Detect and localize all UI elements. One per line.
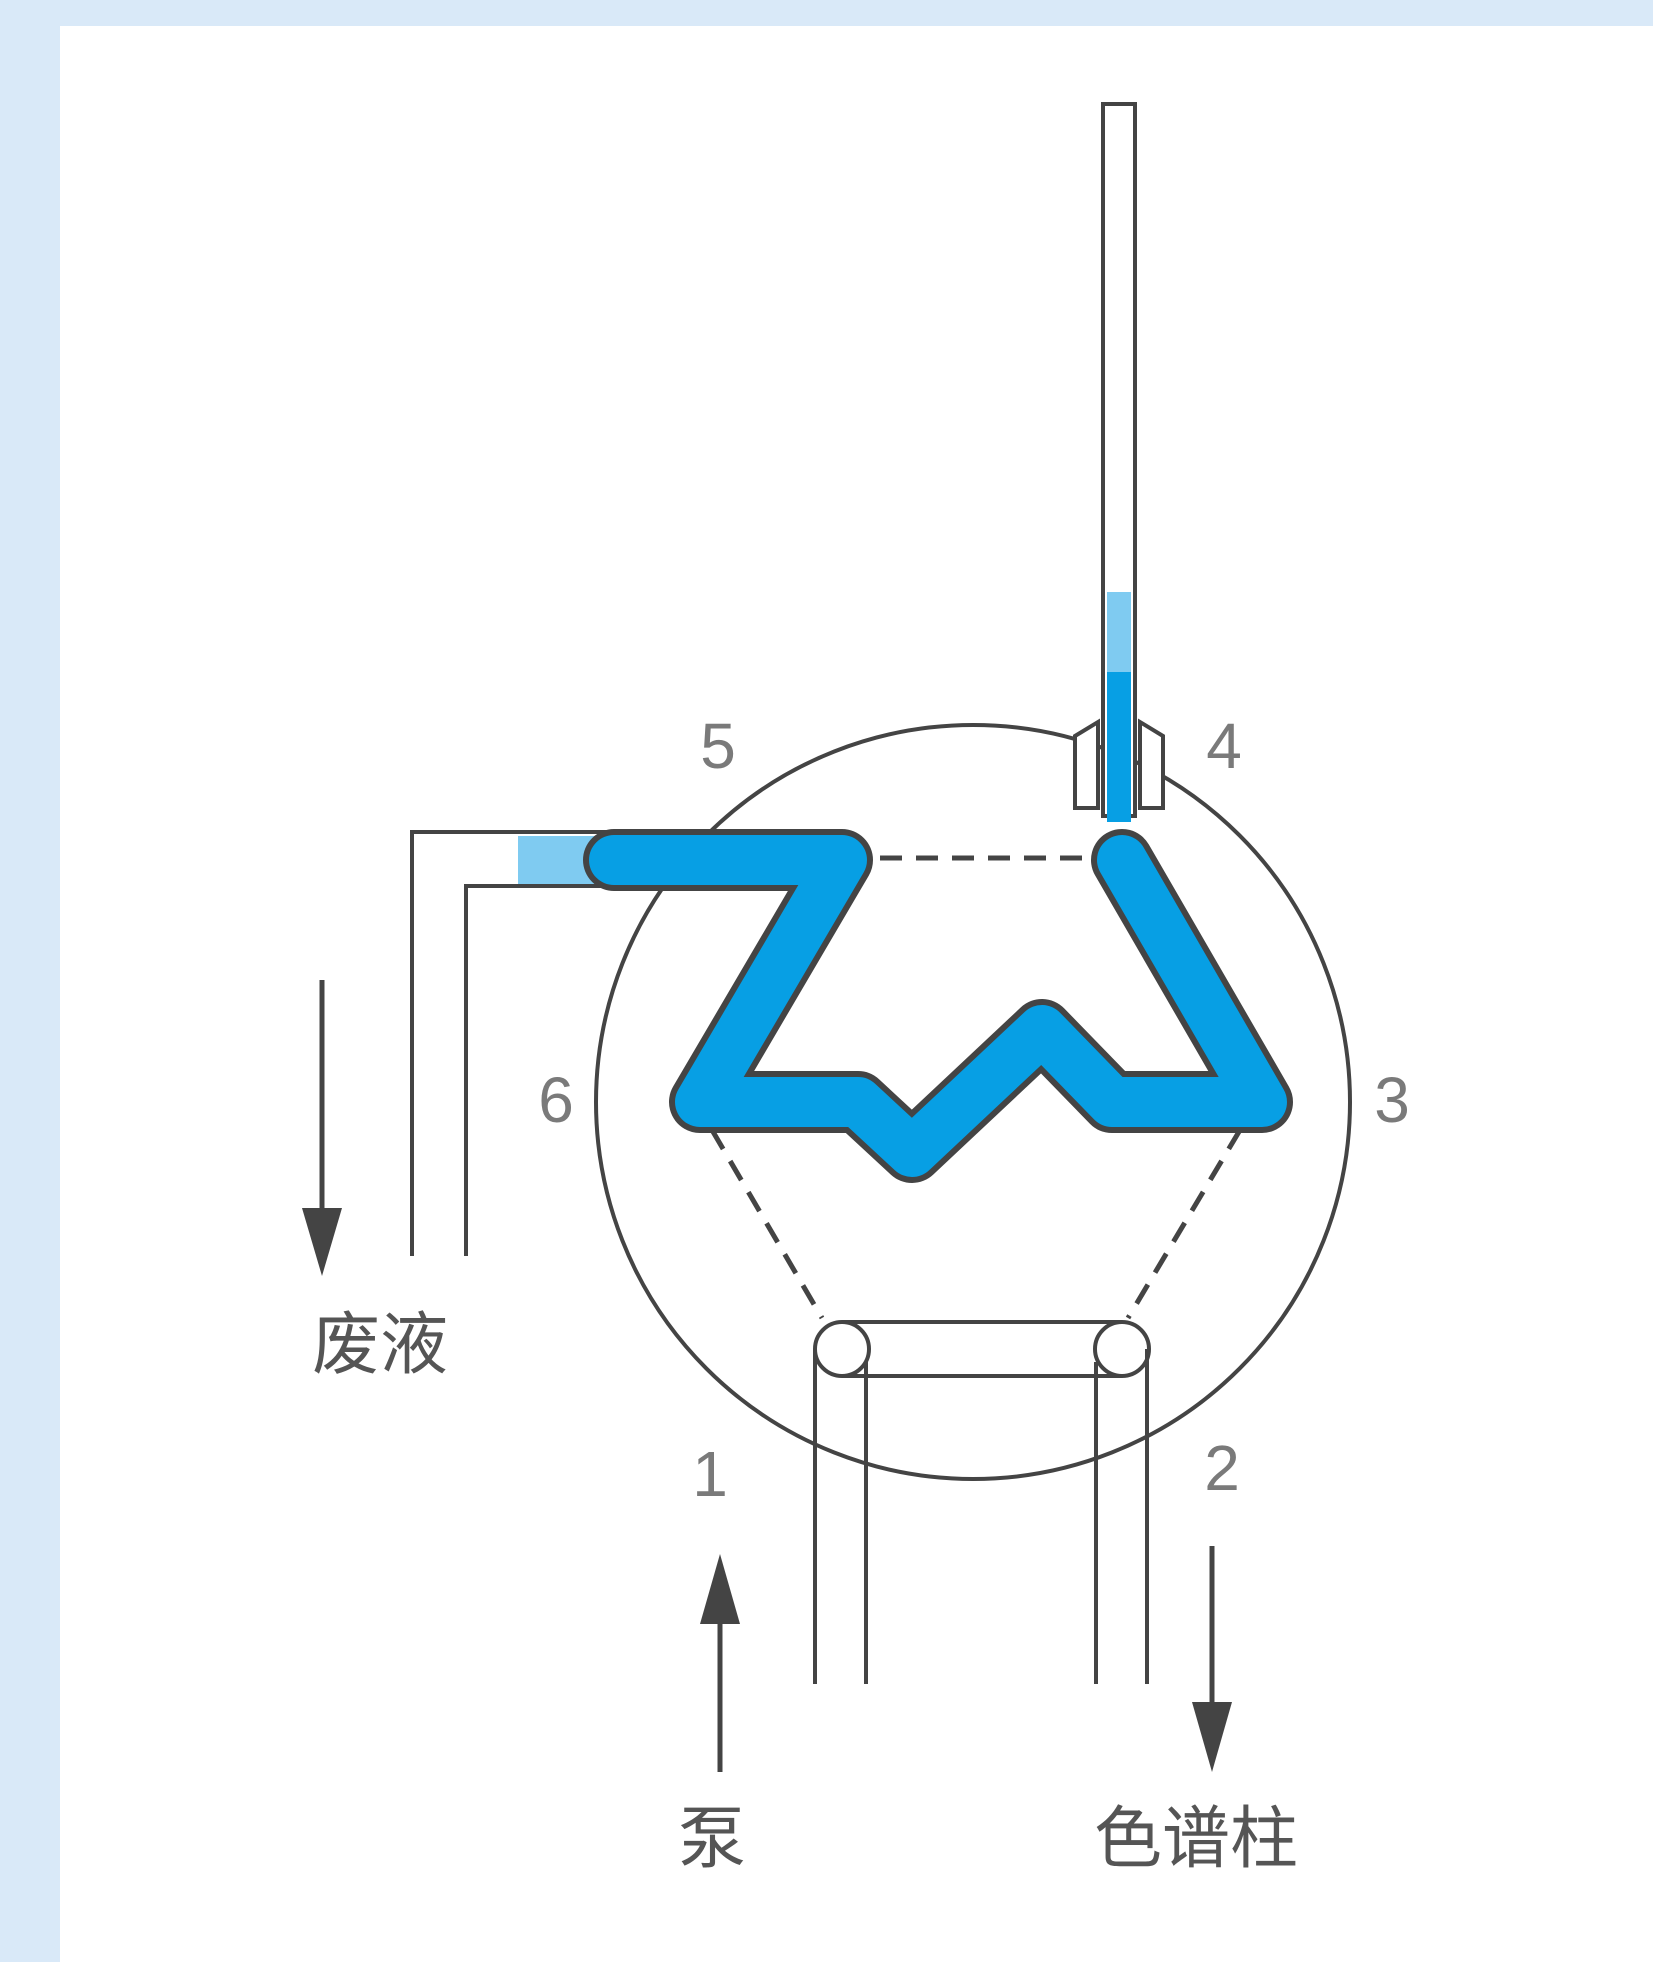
waste-label: 废液 <box>312 1306 448 1385</box>
dashed-link-3-2 <box>1125 1128 1243 1320</box>
port-4-fitting-right <box>1138 718 1165 810</box>
pump-flow-arrow <box>700 1554 740 1772</box>
port-4-label: 4 <box>1206 710 1242 782</box>
waste-tube-outer <box>410 830 848 1256</box>
column-label: 色谱柱 <box>1094 1800 1298 1879</box>
syringe-sample <box>1107 672 1131 822</box>
dashed-link-6-1 <box>709 1128 825 1320</box>
sample-loop <box>583 829 1293 1183</box>
port-1-label: 1 <box>692 1438 728 1510</box>
valve-circle <box>594 723 1352 1481</box>
syringe-sample-light <box>1107 592 1131 672</box>
port-4-fitting-left <box>1073 718 1100 810</box>
port-5-label: 5 <box>700 710 736 782</box>
column-flow-arrow <box>1192 1546 1232 1772</box>
waste-flow-arrow <box>302 980 342 1276</box>
port-3-label: 3 <box>1374 1064 1410 1136</box>
diagram-panel <box>60 26 1653 1962</box>
port-6-label: 6 <box>538 1064 574 1136</box>
pump-label: 泵 <box>678 1800 746 1879</box>
port-2-label: 2 <box>1204 1432 1240 1504</box>
